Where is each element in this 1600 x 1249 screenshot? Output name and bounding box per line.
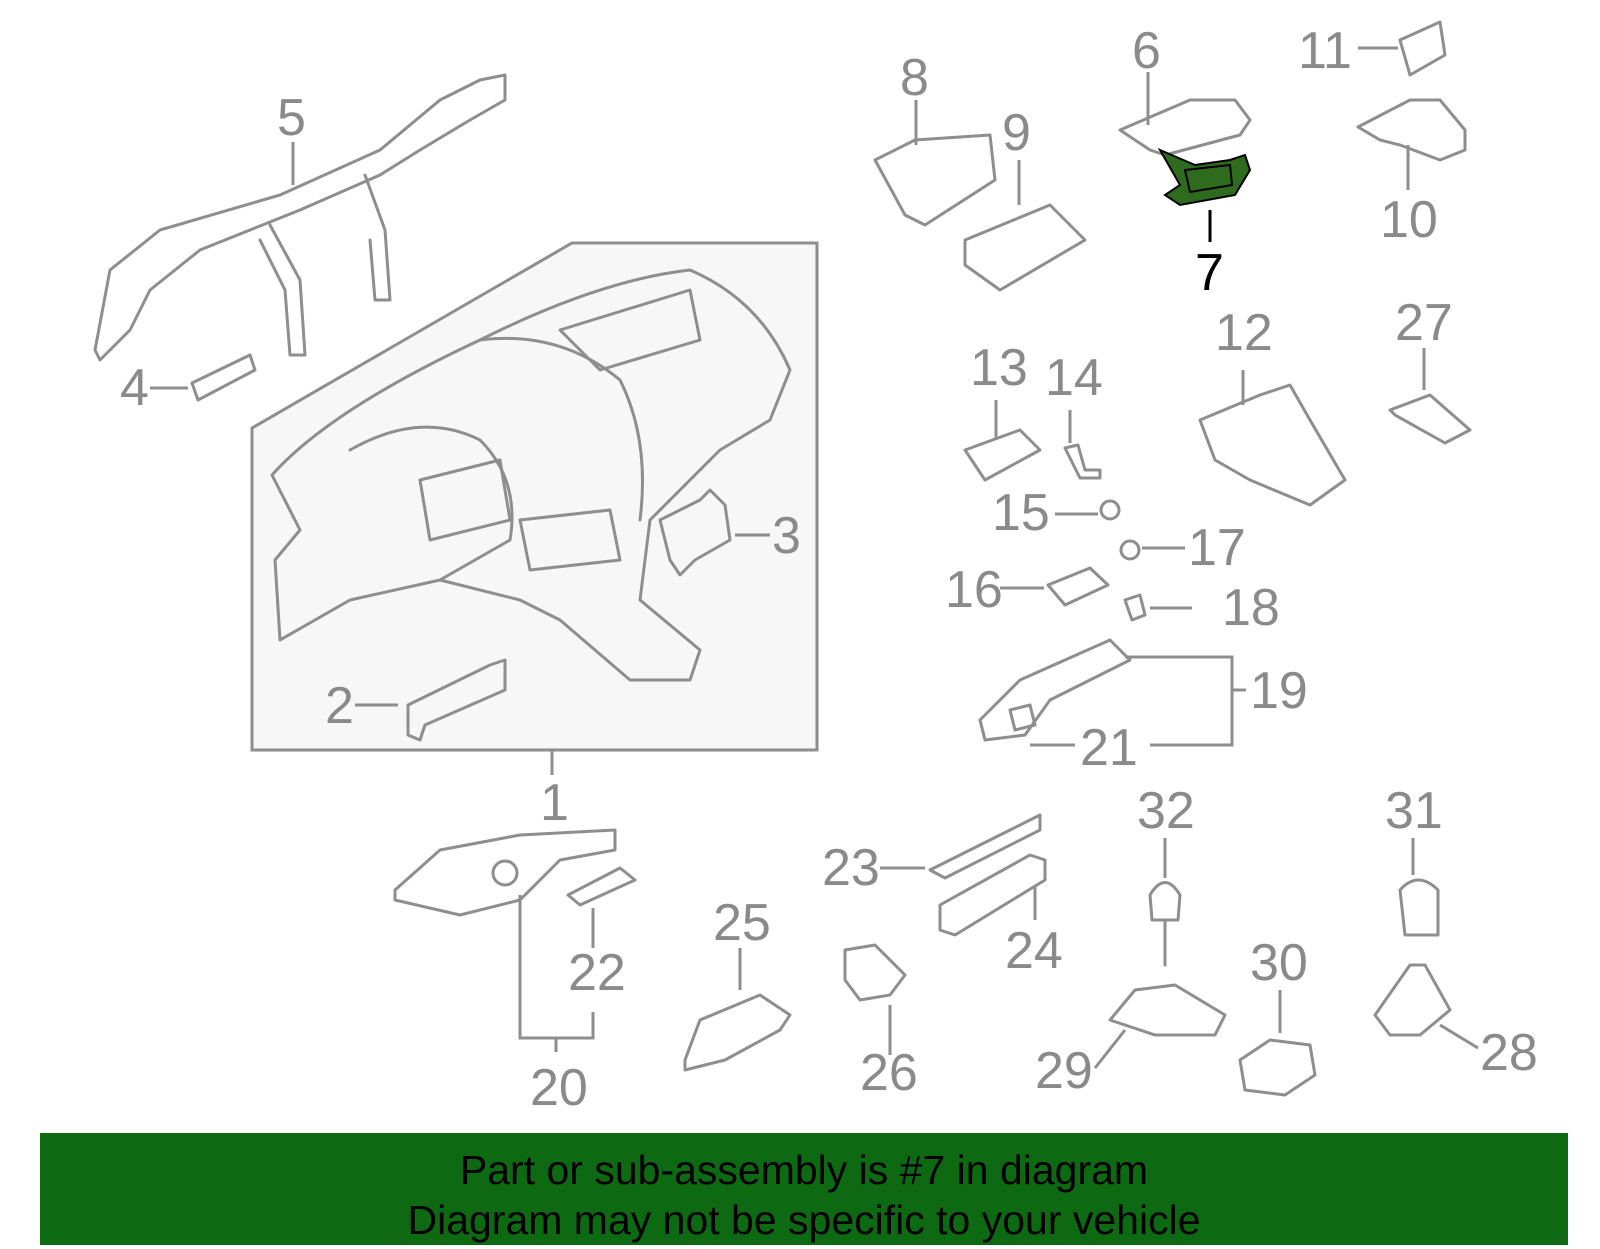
part-28-boot[interactable] xyxy=(1373,963,1452,1037)
callout-5: 5 xyxy=(277,89,306,147)
callout-15: 15 xyxy=(992,484,1050,542)
callout-4: 4 xyxy=(120,359,149,417)
callout-27: 27 xyxy=(1395,294,1453,352)
callout-28: 28 xyxy=(1480,1024,1538,1082)
part-14-clip[interactable] xyxy=(1063,443,1102,480)
callout-25: 25 xyxy=(713,894,771,952)
part-31-knob[interactable] xyxy=(1398,878,1440,937)
callout-21: 21 xyxy=(1080,719,1138,777)
callout-31: 31 xyxy=(1385,782,1443,840)
part-11-cover[interactable] xyxy=(1398,20,1447,77)
part-15-fastener[interactable] xyxy=(1099,499,1121,521)
callout-8: 8 xyxy=(900,49,929,107)
callout-12: 12 xyxy=(1215,304,1273,362)
callout-3: 3 xyxy=(772,507,801,565)
callout-16: 16 xyxy=(945,561,1003,619)
part-4-panel[interactable] xyxy=(190,353,257,402)
callout-1: 1 xyxy=(540,774,569,832)
callout-32: 32 xyxy=(1137,782,1195,840)
part-32-shift-knob[interactable] xyxy=(1148,881,1182,967)
part-10-console[interactable] xyxy=(1356,98,1467,162)
leader-28 xyxy=(1439,1023,1479,1050)
part-20-undercover[interactable] xyxy=(393,828,617,917)
dashboard-panel xyxy=(250,241,819,752)
callout-9: 9 xyxy=(1002,104,1031,162)
part-25-bracket[interactable] xyxy=(683,993,792,1072)
callout-6: 6 xyxy=(1132,22,1161,80)
callout-30: 30 xyxy=(1250,934,1308,992)
part-22-trim[interactable] xyxy=(566,866,637,907)
part-26-bracket[interactable] xyxy=(843,943,907,1002)
callout-24: 24 xyxy=(1005,922,1063,980)
callout-17: 17 xyxy=(1188,519,1246,577)
part-24-sill[interactable] xyxy=(938,853,1047,937)
part-3-bracket[interactable] xyxy=(658,488,732,577)
part-12-center-console[interactable] xyxy=(1198,383,1347,507)
callout-7: 7 xyxy=(1195,244,1224,302)
info-banner: Part or sub-assembly is #7 in diagram Di… xyxy=(40,1133,1568,1245)
banner-line-1: Part or sub-assembly is #7 in diagram xyxy=(459,1147,1149,1193)
leader-19 xyxy=(1125,655,1234,747)
leader-29 xyxy=(1093,1029,1127,1069)
callout-26: 26 xyxy=(860,1044,918,1102)
callout-20: 20 xyxy=(530,1059,588,1117)
part-9-pad[interactable] xyxy=(963,203,1087,292)
callout-14: 14 xyxy=(1045,349,1103,407)
part-6-glovebox-door[interactable] xyxy=(1118,98,1252,157)
part-2-bracket[interactable] xyxy=(406,658,507,742)
part-18-clip[interactable] xyxy=(1123,593,1147,622)
part-16-panel[interactable] xyxy=(1046,566,1110,607)
callout-29: 29 xyxy=(1035,1042,1093,1100)
part-27-trim[interactable] xyxy=(1388,393,1472,445)
part-8-tray[interactable] xyxy=(873,133,997,227)
part-29-boot[interactable] xyxy=(1108,983,1227,1037)
part-23-sill[interactable] xyxy=(928,813,1042,880)
part-17-fastener[interactable] xyxy=(1119,539,1141,561)
part-30-cup[interactable] xyxy=(1238,1038,1317,1097)
callout-23: 23 xyxy=(822,839,880,897)
callout-18: 18 xyxy=(1222,579,1280,637)
part-7-highlighted[interactable] xyxy=(1157,147,1252,207)
callout-10: 10 xyxy=(1380,191,1438,249)
callout-13: 13 xyxy=(970,339,1028,397)
callout-2: 2 xyxy=(325,677,354,735)
banner-line-2: Diagram may not be specific to your vehi… xyxy=(407,1197,1201,1243)
part-19-trim[interactable] xyxy=(978,638,1132,742)
part-5-beam[interactable] xyxy=(93,73,507,362)
callout-11: 11 xyxy=(1298,22,1352,80)
part-13-panel[interactable] xyxy=(963,428,1042,482)
callout-22: 22 xyxy=(568,944,626,1002)
callout-19: 19 xyxy=(1250,662,1308,720)
part-1-dashboard[interactable] xyxy=(270,268,792,682)
